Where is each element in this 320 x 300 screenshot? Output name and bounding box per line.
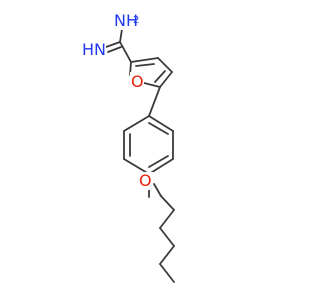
- label-bg: [112, 10, 134, 30]
- bond-c-furan: [119, 41, 132, 63]
- bond-c-nh-double-b: [107, 46, 122, 53]
- furan-oxygen-label: O: [131, 72, 144, 91]
- amine-hydrogen-count: 2: [133, 15, 139, 26]
- bond-furan-phenyl: [148, 86, 161, 117]
- amine-nitrogen-label: NH: [114, 11, 138, 30]
- imine-nitrogen-label: HN: [82, 40, 106, 59]
- molecule-structure: NH 2 HN O O: [0, 0, 300, 300]
- bond-c-nh2: [119, 28, 123, 43]
- ether-oxygen-label: O: [139, 171, 152, 190]
- label-bg: [82, 40, 106, 60]
- bond-c-nh-double-a: [105, 41, 121, 48]
- label-bg: [130, 72, 144, 90]
- bond-chain-5: [159, 263, 175, 283]
- bond-ph-4-5: [148, 158, 174, 175]
- bond-chain-2: [159, 209, 175, 229]
- bonds: [105, 28, 175, 283]
- bond-furan-o-c5: [143, 82, 161, 88]
- bond-o-c1: [153, 183, 162, 197]
- bond-ph-6-1-inner: [148, 122, 169, 135]
- bond-furan-c3-c2: [130, 57, 159, 63]
- bond-furan-c4-c3: [157, 57, 173, 73]
- bond-chain-1: [160, 195, 175, 211]
- bond-chain-3: [159, 227, 175, 247]
- bond-ph-4-5-inner: [148, 155, 169, 168]
- bond-ph-1-2: [123, 115, 150, 132]
- bond-furan-c5-c4: [159, 71, 173, 88]
- bond-ph-3-4: [123, 158, 150, 175]
- bond-ph-6-1: [148, 115, 174, 132]
- bond-furan-c5-c4-inner: [154, 70, 166, 83]
- background: [0, 0, 300, 300]
- label-bg: [138, 172, 153, 190]
- bond-furan-c3-c2-inner: [135, 63, 155, 67]
- bond-chain-4: [159, 245, 175, 265]
